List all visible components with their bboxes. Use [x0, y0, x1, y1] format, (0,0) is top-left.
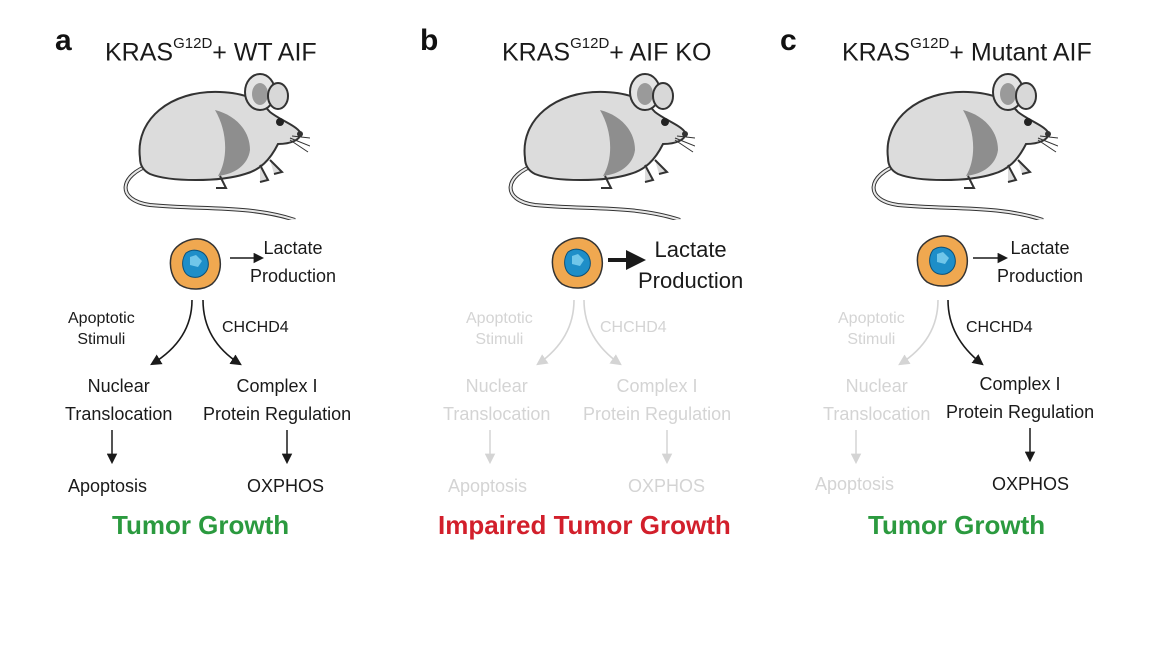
- title-condition: + Mutant AIF: [949, 38, 1092, 67]
- panel-title: KRASG12D+ WT AIF: [105, 35, 317, 67]
- panel-letter: b: [420, 24, 439, 57]
- title-gene: KRAS: [105, 38, 174, 67]
- oxphos-label: OXPHOS: [247, 476, 325, 496]
- panel-title: KRASG12D+ AIF KO: [502, 35, 712, 67]
- outcome-label: Tumor Growth: [868, 510, 1046, 540]
- title-condition: + AIF KO: [609, 38, 712, 67]
- oxphos-label: OXPHOS: [992, 474, 1070, 494]
- apoptosis-label: Apoptosis: [68, 476, 148, 496]
- oxphos-label: OXPHOS: [628, 476, 706, 496]
- pathway-arrows: [106, 238, 293, 465]
- chchd4-arrow: [202, 299, 242, 366]
- apoptotic-arrow: [536, 299, 575, 366]
- apoptosis-label: Apoptosis: [448, 476, 528, 496]
- tumor-cell-icon: [169, 238, 222, 290]
- tumor-cell-icon: [551, 237, 604, 289]
- apoptotic-arrow: [150, 299, 193, 366]
- title-mutation: G12D: [570, 35, 610, 52]
- chchd4-label: CHCHD4: [222, 319, 289, 336]
- chchd4-label: CHCHD4: [966, 319, 1033, 336]
- title-mutation: G12D: [173, 35, 213, 52]
- title-mutation: G12D: [910, 35, 950, 52]
- outcome-label: Tumor Growth: [112, 510, 290, 540]
- apoptotic-arrow: [898, 299, 939, 366]
- pathway-arrows: [850, 235, 1036, 465]
- chchd4-label: CHCHD4: [600, 319, 667, 336]
- pathway-arrows: [484, 237, 673, 465]
- panel-title: KRASG12D+ Mutant AIF: [842, 35, 1092, 67]
- apoptosis-label: Apoptosis: [815, 474, 895, 494]
- panel-letter: a: [55, 24, 72, 57]
- outcome-label: Impaired Tumor Growth: [438, 510, 731, 540]
- title-gene: KRAS: [842, 38, 911, 67]
- tumor-cell-icon: [916, 235, 969, 287]
- title-gene: KRAS: [502, 38, 571, 67]
- chchd4-arrow: [583, 299, 622, 366]
- title-condition: + WT AIF: [212, 38, 317, 67]
- panel-letter: c: [780, 24, 797, 57]
- chchd4-arrow: [947, 299, 984, 366]
